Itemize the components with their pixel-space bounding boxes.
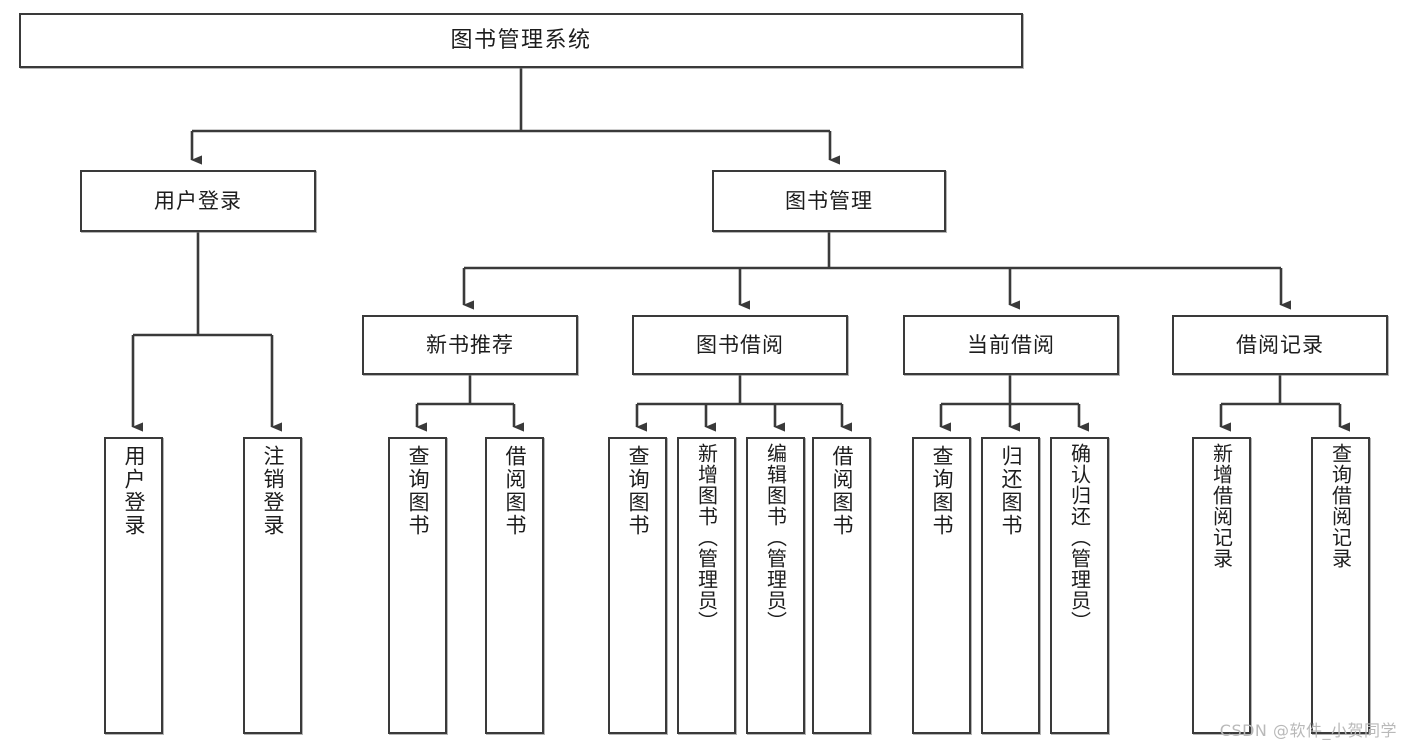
node-borrow-record[interactable]: 借阅记录 xyxy=(1172,315,1388,375)
node-label: 确认归还（管理员） xyxy=(1067,443,1092,632)
node-label: 用户登录 xyxy=(122,445,146,537)
leaf-current-return-book[interactable]: 归还图书 xyxy=(981,437,1040,734)
leaf-borrow-query-book[interactable]: 查询图书 xyxy=(608,437,667,734)
node-label: 归还图书 xyxy=(999,445,1023,537)
leaf-borrow-add-book-admin[interactable]: 新增图书（管理员） xyxy=(677,437,736,734)
node-label: 图书借阅 xyxy=(696,332,784,357)
leaf-new-book-query[interactable]: 查询图书 xyxy=(388,437,447,734)
node-label: 图书管理 xyxy=(785,188,873,213)
leaf-current-query-book[interactable]: 查询图书 xyxy=(912,437,971,734)
node-label: 查询图书 xyxy=(626,445,650,537)
leaf-borrow-edit-book-admin[interactable]: 编辑图书（管理员） xyxy=(746,437,805,734)
csdn-watermark: CSDN @软件_小贺同学 xyxy=(1219,721,1397,740)
node-label: 查询图书 xyxy=(930,445,954,537)
node-label: 借阅图书 xyxy=(830,445,854,537)
node-label: 注销登录 xyxy=(261,445,285,537)
node-current-borrow[interactable]: 当前借阅 xyxy=(903,315,1119,375)
leaf-user-login-signin[interactable]: 用户登录 xyxy=(104,437,163,734)
node-book-management[interactable]: 图书管理 xyxy=(712,170,946,232)
node-book-borrow[interactable]: 图书借阅 xyxy=(632,315,848,375)
node-label: 借阅图书 xyxy=(503,445,527,537)
leaf-new-book-borrow[interactable]: 借阅图书 xyxy=(485,437,544,734)
node-label: 新书推荐 xyxy=(426,332,514,357)
node-new-book-recommend[interactable]: 新书推荐 xyxy=(362,315,578,375)
node-label: 查询图书 xyxy=(406,445,430,537)
node-label: 新增借阅记录 xyxy=(1209,443,1234,569)
node-label: 图书管理系统 xyxy=(450,27,592,53)
node-label: 查询借阅记录 xyxy=(1328,443,1353,569)
node-user-login[interactable]: 用户登录 xyxy=(80,170,316,232)
node-label: 编辑图书（管理员） xyxy=(763,443,788,632)
node-label: 借阅记录 xyxy=(1236,332,1324,357)
leaf-record-add-record[interactable]: 新增借阅记录 xyxy=(1192,437,1251,734)
leaf-user-login-signout[interactable]: 注销登录 xyxy=(243,437,302,734)
leaf-borrow-borrow-book[interactable]: 借阅图书 xyxy=(812,437,871,734)
node-book-management-system[interactable]: 图书管理系统 xyxy=(19,13,1023,68)
node-label: 新增图书（管理员） xyxy=(694,443,719,632)
node-label: 当前借阅 xyxy=(967,332,1055,357)
leaf-record-query-record[interactable]: 查询借阅记录 xyxy=(1311,437,1370,734)
leaf-current-confirm-return-admin[interactable]: 确认归还（管理员） xyxy=(1050,437,1109,734)
node-label: 用户登录 xyxy=(154,188,242,213)
